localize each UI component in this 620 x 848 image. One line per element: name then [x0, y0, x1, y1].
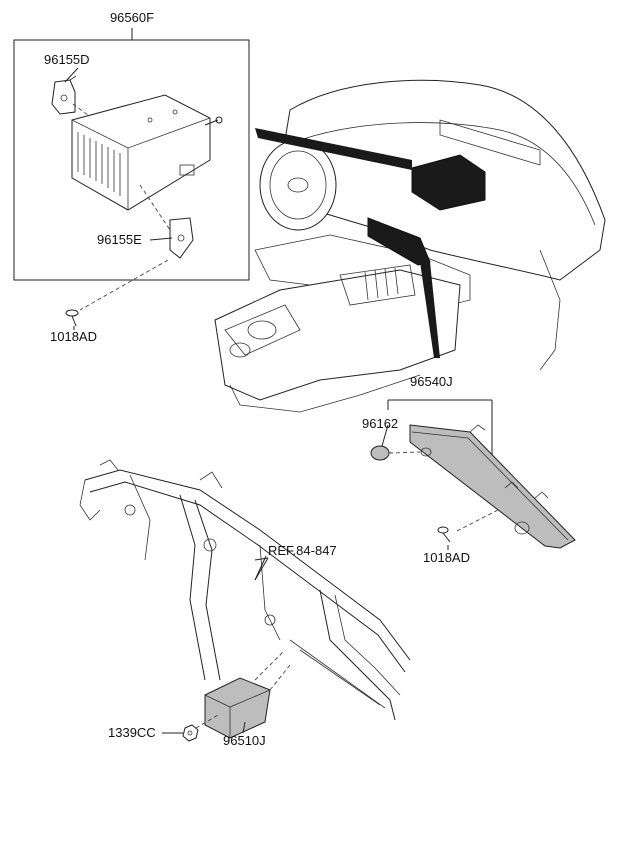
- bracket-upper-part: [51, 75, 93, 119]
- label-96162: 96162: [362, 416, 398, 431]
- unit-lower-part: [204, 649, 291, 739]
- nut-part: [182, 714, 219, 742]
- label-1339CC: 1339CC: [108, 725, 156, 740]
- crossbar-frame: [79, 459, 411, 721]
- head-unit-part: [71, 94, 223, 231]
- label-ref: REF.84-847: [268, 543, 337, 558]
- leader-96155D: [64, 67, 79, 83]
- label-1018AD-right: 1018AD: [423, 550, 470, 565]
- label-96155E: 96155E: [97, 232, 142, 247]
- label-1018AD-left: 1018AD: [50, 329, 97, 344]
- leader-96155E: [149, 237, 173, 241]
- label-96540J: 96540J: [410, 374, 453, 389]
- leader-96162: [381, 424, 389, 447]
- screw-left-part: [65, 259, 169, 327]
- screw-right-part: [437, 526, 451, 543]
- leader-96510J: [242, 721, 246, 734]
- dashboard-illustration: [214, 79, 606, 413]
- leader-ref: [254, 555, 267, 581]
- assembly-box: [13, 28, 250, 281]
- label-96510J: 96510J: [223, 733, 266, 748]
- bracket-lower-part: [169, 217, 194, 259]
- label-96560F: 96560F: [110, 10, 154, 25]
- module-right-part: [387, 399, 576, 549]
- label-96155D: 96155D: [44, 52, 90, 67]
- cap-part: [370, 445, 421, 461]
